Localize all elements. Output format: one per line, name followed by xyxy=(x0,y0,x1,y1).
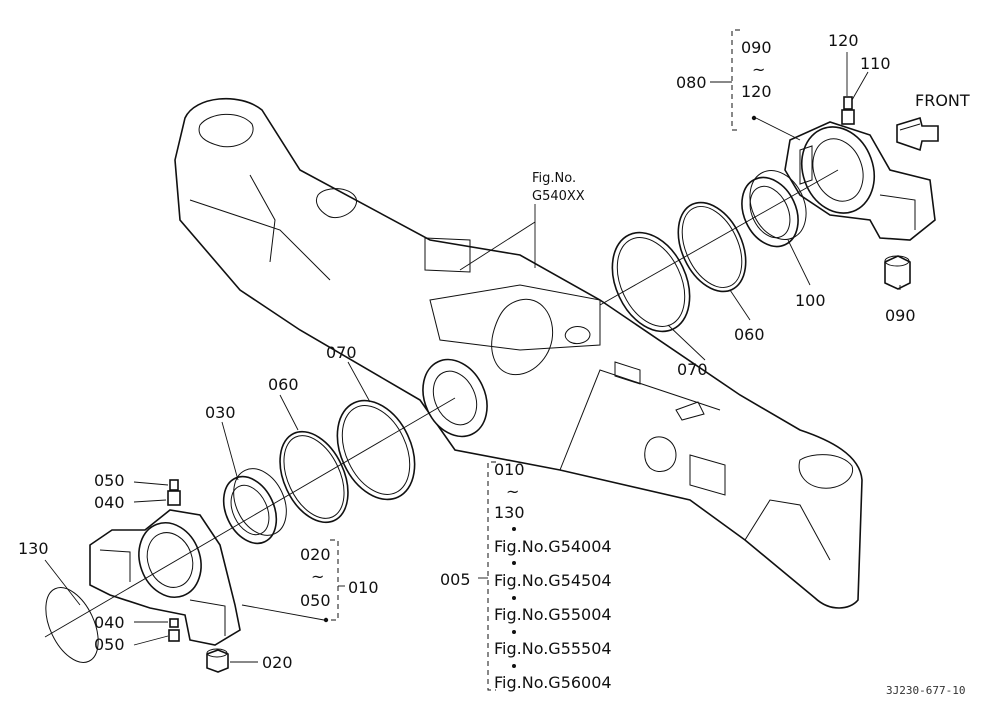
tilde-left: ~ xyxy=(311,567,324,586)
fig-ref-2: Fig.No.G54504 xyxy=(494,571,612,590)
callout-labels: 090 ~ 120 080 120 110 FRONT Fig.No. G540… xyxy=(18,31,970,697)
callout-010: 010 xyxy=(348,578,379,597)
left-bushing-030 xyxy=(222,468,287,545)
callout-090: 090 xyxy=(885,306,916,325)
callout-050-a: 050 xyxy=(94,471,125,490)
callout-020: 020 xyxy=(262,653,293,672)
left-ring-070 xyxy=(336,399,416,501)
callout-070-right: 070 xyxy=(677,360,708,379)
fig-ref-dots xyxy=(512,527,516,668)
fig-ref-3: Fig.No.G55004 xyxy=(494,605,612,624)
axle-housing xyxy=(174,97,863,609)
callout-020-range: 020 xyxy=(300,545,331,564)
callout-050-b: 050 xyxy=(94,635,125,654)
callout-080: 080 xyxy=(676,73,707,92)
right-bushing-100 xyxy=(741,170,807,248)
callout-130-range: 130 xyxy=(494,503,525,522)
callout-010-range: 010 xyxy=(494,460,525,479)
callout-030: 030 xyxy=(205,403,236,422)
callout-120-top: 120 xyxy=(741,82,772,101)
front-arrow-icon xyxy=(896,116,939,152)
callout-040-a: 040 xyxy=(94,493,125,512)
leader-lines xyxy=(44,29,901,691)
leader-dot xyxy=(751,115,757,121)
fig-no-g540xx: G540XX xyxy=(532,189,585,204)
callout-110: 110 xyxy=(860,54,891,73)
left-oring-130 xyxy=(45,587,99,663)
left-bushing-020 xyxy=(206,648,229,673)
right-grease-fittings xyxy=(841,96,855,125)
fig-ref-4: Fig.No.G55504 xyxy=(494,639,612,658)
callout-090-top: 090 xyxy=(741,38,772,57)
callout-120: 120 xyxy=(828,31,859,50)
left-bracket-010 xyxy=(89,509,241,646)
fig-ref-5: Fig.No.G56004 xyxy=(494,673,612,692)
drawing-code: 3J230-677-10 xyxy=(886,684,965,697)
fig-ref-1: Fig.No.G54004 xyxy=(494,537,612,556)
front-label: FRONT xyxy=(915,91,970,110)
callout-100: 100 xyxy=(795,291,826,310)
callout-040-b: 040 xyxy=(94,613,125,632)
left-grease-fittings-top xyxy=(167,479,181,506)
callout-060-left: 060 xyxy=(268,375,299,394)
callout-050-range: 050 xyxy=(300,591,331,610)
left-grease-fittings-bottom xyxy=(168,618,180,642)
tilde-top: ~ xyxy=(752,60,765,79)
callout-070-left: 070 xyxy=(326,343,357,362)
alignment-axes xyxy=(44,169,839,638)
callout-060-right: 060 xyxy=(734,325,765,344)
right-oring-060 xyxy=(677,201,747,293)
fig-no-label: Fig.No. xyxy=(532,171,576,186)
right-bushing-090 xyxy=(884,255,911,290)
tilde-center: ~ xyxy=(506,482,519,501)
right-ring-070 xyxy=(611,231,691,333)
leader-dot xyxy=(323,617,329,623)
callout-130: 130 xyxy=(18,539,49,558)
callout-005: 005 xyxy=(440,570,471,589)
